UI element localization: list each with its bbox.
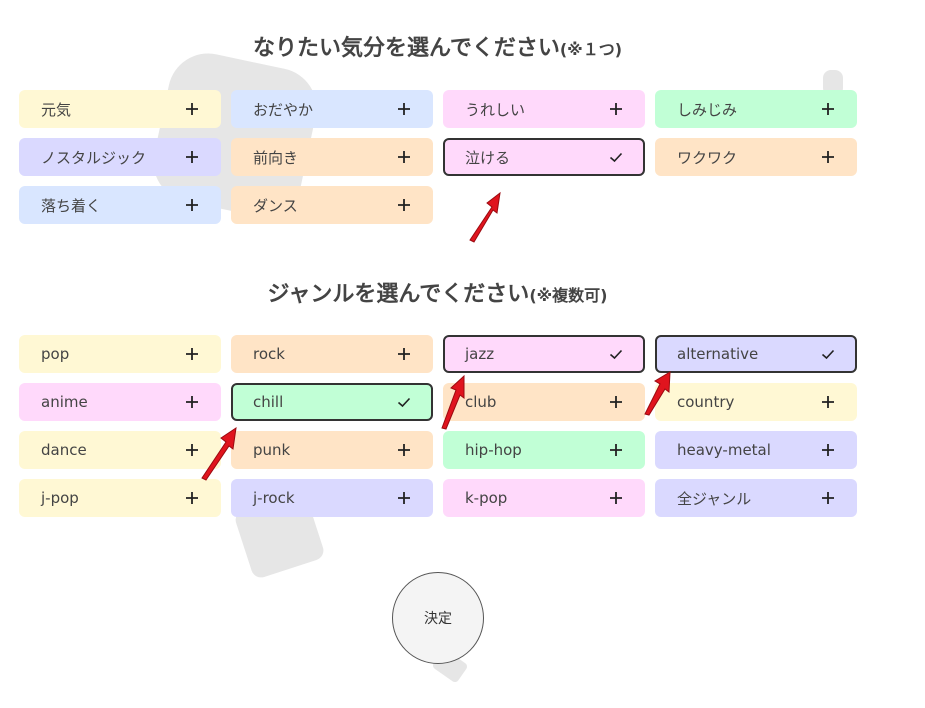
genre-chip-label: country [677,393,735,411]
plus-icon [397,198,411,212]
mood-chip[interactable]: 泣ける [443,138,645,176]
plus-icon [609,491,623,505]
plus-icon [397,491,411,505]
genre-chip-label: dance [41,441,87,459]
genre-chip[interactable]: 全ジャンル [655,479,857,517]
mood-chip-label: 前向き [253,148,299,167]
genre-chip-label: pop [41,345,70,363]
plus-icon [821,150,835,164]
plus-icon [185,491,199,505]
genre-chip[interactable]: k-pop [443,479,645,517]
mood-chip[interactable]: ダンス [231,186,433,224]
genre-chip[interactable]: rock [231,335,433,373]
mood-chip-label: ワクワク [677,148,738,167]
plus-icon [821,443,835,457]
genre-chip-label: punk [253,441,291,459]
genre-chip[interactable]: j-pop [19,479,221,517]
genre-chip-label: k-pop [465,489,508,507]
plus-icon [397,443,411,457]
genre-chip-label: j-rock [253,489,295,507]
genre-chip[interactable]: chill [231,383,433,421]
mood-chip[interactable]: おだやか [231,90,433,128]
genre-chip-label: rock [253,345,285,363]
check-icon [609,347,623,361]
genre-chip-label: club [465,393,497,411]
plus-icon [609,395,623,409]
mood-chip-label: しみじみ [677,100,738,119]
mood-chip[interactable]: ワクワク [655,138,857,176]
genre-chip-label: anime [41,393,88,411]
mood-chip[interactable]: 落ち着く [19,186,221,224]
plus-icon [821,395,835,409]
genre-chip-label: hip-hop [465,441,522,459]
annotation-arrow-jazz [441,374,465,430]
plus-icon [185,395,199,409]
genre-heading: ジャンルを選んでください(※複数可) [267,282,608,307]
genre-chip[interactable]: j-rock [231,479,433,517]
mood-chip[interactable]: 前向き [231,138,433,176]
mood-chip-label: ノスタルジック [41,148,147,167]
annotation-arrow-alternative [644,371,671,416]
genre-chip[interactable]: club [443,383,645,421]
mood-chip-label: うれしい [465,100,526,119]
mood-chip-label: 落ち着く [41,196,102,215]
plus-icon [185,443,199,457]
plus-icon [397,347,411,361]
check-icon [609,150,623,164]
genre-chip-label: jazz [465,345,495,363]
plus-icon [397,102,411,116]
plus-icon [609,102,623,116]
genre-chip-label: heavy-metal [677,441,771,459]
submit-button[interactable]: 決定 [392,572,484,664]
mood-chip-label: 元気 [41,100,72,119]
mood-chip-label: 泣ける [465,148,511,167]
plus-icon [397,150,411,164]
plus-icon [185,198,199,212]
mood-chip-label: ダンス [253,196,298,215]
mood-heading: なりたい気分を選んでください(※１つ) [252,36,623,61]
mood-chip[interactable]: しみじみ [655,90,857,128]
plus-icon [185,347,199,361]
genre-chip[interactable]: anime [19,383,221,421]
genre-chip[interactable]: dance [19,431,221,469]
genre-chip[interactable]: country [655,383,857,421]
genre-chip-label: alternative [677,345,759,363]
mood-chip[interactable]: 元気 [19,90,221,128]
plus-icon [609,443,623,457]
check-icon [397,395,411,409]
genre-chip-label: 全ジャンル [677,489,752,508]
genre-chip-label: j-pop [41,489,79,507]
annotation-arrow-mood [469,191,501,243]
plus-icon [185,102,199,116]
mood-chip-label: おだやか [253,100,314,119]
genre-chip[interactable]: jazz [443,335,645,373]
genre-chip[interactable]: heavy-metal [655,431,857,469]
plus-icon [821,102,835,116]
plus-icon [821,491,835,505]
genre-chip[interactable]: hip-hop [443,431,645,469]
genre-chip-label: chill [253,393,284,411]
annotation-arrow-chill [201,426,237,481]
genre-chip[interactable]: alternative [655,335,857,373]
mood-chip[interactable]: うれしい [443,90,645,128]
plus-icon [185,150,199,164]
genre-chip[interactable]: pop [19,335,221,373]
mood-chip[interactable]: ノスタルジック [19,138,221,176]
check-icon [821,347,835,361]
genre-chip[interactable]: punk [231,431,433,469]
